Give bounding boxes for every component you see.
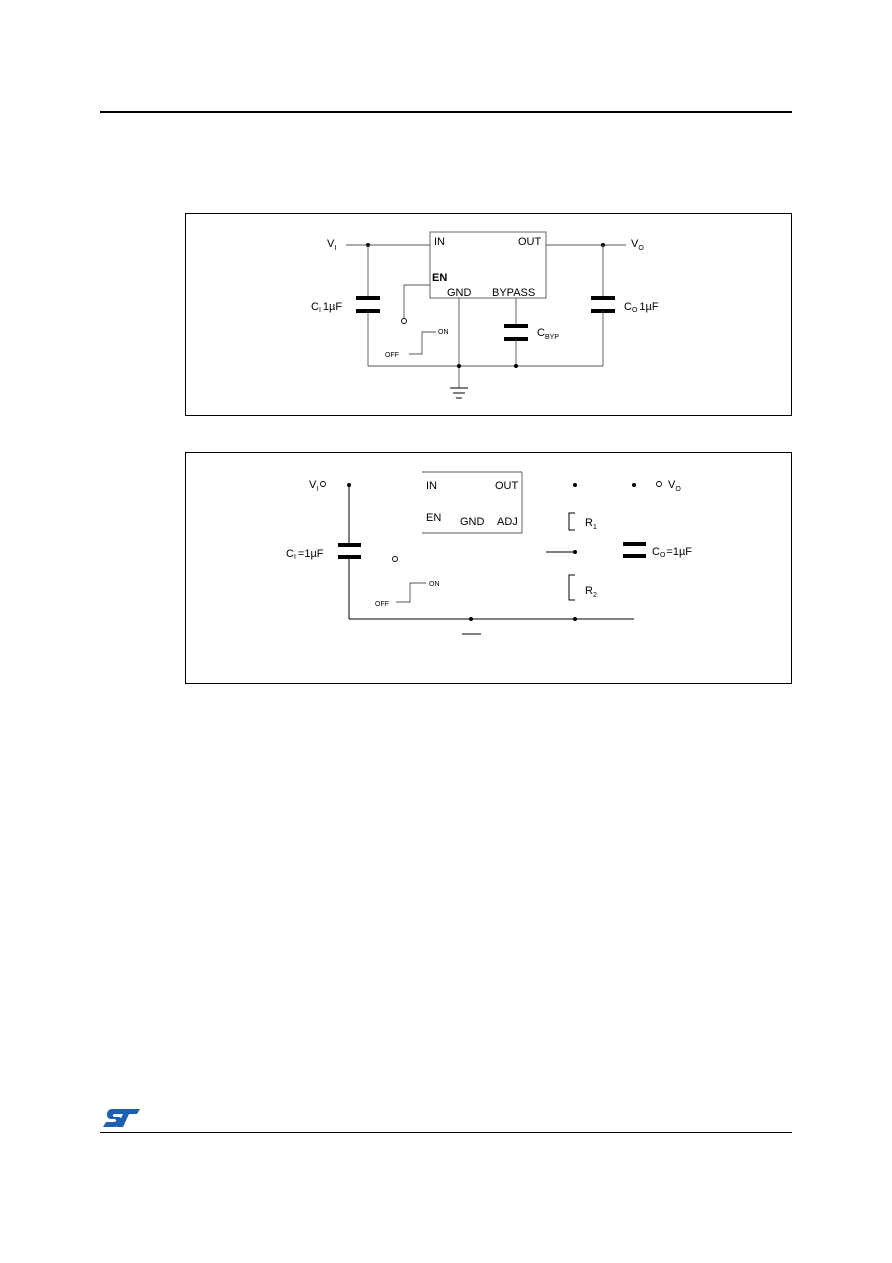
pin-gnd-label: GND <box>460 516 485 528</box>
switch-off-label: OFF <box>375 601 389 608</box>
enable-terminal <box>401 318 407 324</box>
vi-label: VI <box>327 238 336 252</box>
vi-terminal <box>320 481 326 487</box>
enable-wire <box>403 284 430 318</box>
application-circuit-adjustable: VI VO IN OUT EN GND ADJ CI=1µF CO=1µF R1… <box>185 452 792 684</box>
co-label: CO=1µF <box>652 546 692 559</box>
footer-rule <box>100 1132 792 1133</box>
switch-on-label: ON <box>429 581 440 588</box>
st-logo-icon <box>103 1109 140 1127</box>
regulator-block <box>422 472 523 534</box>
pin-out-label: OUT <box>495 480 519 492</box>
pin-gnd-label: GND <box>447 287 472 299</box>
enable-terminal <box>392 556 398 562</box>
switch-on-label: ON <box>438 329 449 336</box>
cin-label: CI=1µF <box>286 548 324 561</box>
switch-off-label: OFF <box>385 352 399 359</box>
r2-label: R2 <box>585 585 597 599</box>
pin-bypass-label: BYPASS <box>492 287 535 299</box>
resistor-r2 <box>568 574 575 601</box>
header-rule <box>100 111 792 113</box>
enable-switch-symbol <box>396 582 426 603</box>
resistor-r1 <box>568 512 575 531</box>
pin-out-label: OUT <box>518 236 542 248</box>
cbyp-label: CBYP <box>537 327 559 341</box>
pin-en-label: EN <box>432 272 447 284</box>
pin-in-label: IN <box>426 480 437 492</box>
enable-switch-symbol <box>409 331 436 355</box>
vo-terminal <box>656 481 662 487</box>
vo-label: VO <box>631 238 644 252</box>
pin-adj-label: ADJ <box>497 516 518 528</box>
vo-label: VO <box>668 479 681 493</box>
r1-label: R1 <box>585 517 597 531</box>
pin-en-label: EN <box>426 512 441 524</box>
pin-in-label: IN <box>434 236 445 248</box>
schematic-adjustable: VI VO IN OUT EN GND ADJ CI=1µF CO=1µF R1… <box>286 471 692 635</box>
vi-label: VI <box>309 479 318 493</box>
regulator-block <box>429 231 547 299</box>
